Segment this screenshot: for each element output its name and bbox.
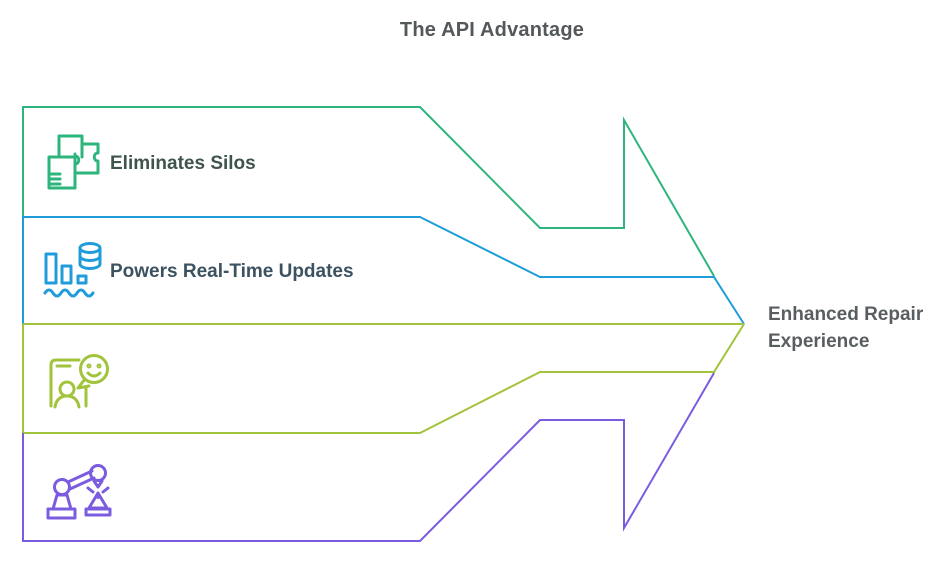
result-label: Enhanced Repair Experience [768, 304, 924, 352]
band3-outline [22, 323, 745, 434]
band2-outline [22, 216, 745, 325]
robot-arm-icon [42, 456, 114, 524]
band4-outline [22, 372, 715, 542]
puzzle-silos-icon [42, 130, 104, 198]
data-chart-icon [40, 240, 106, 304]
band2-label: Powers Real-Time Updates [110, 261, 354, 282]
band1-label: Eliminates Silos [110, 153, 256, 174]
band1-outline [22, 106, 715, 277]
customer-chat-icon [42, 352, 110, 424]
page-title: The API Advantage [399, 19, 585, 41]
